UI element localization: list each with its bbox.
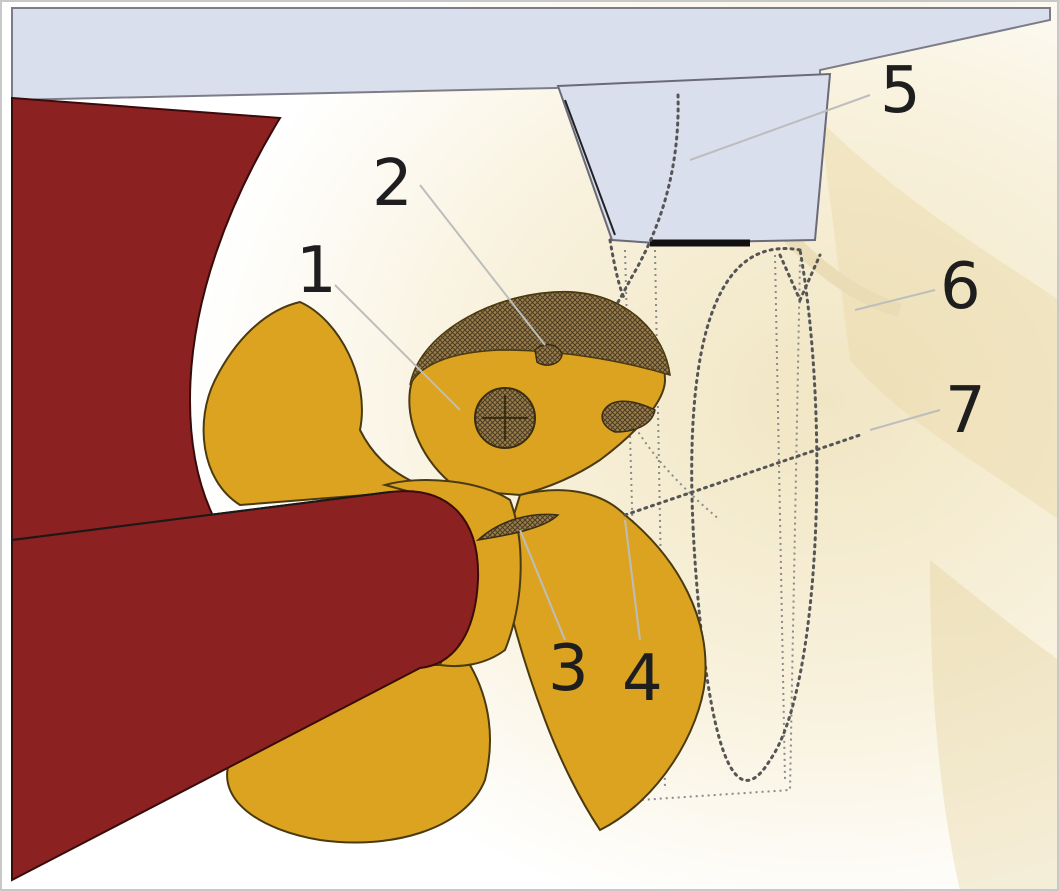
callout-5: 5	[880, 54, 921, 128]
callout-3: 3	[548, 632, 589, 706]
callout-6: 6	[940, 250, 981, 324]
callout-7: 7	[945, 374, 986, 448]
callout-1: 1	[296, 234, 337, 308]
blade-bolt-2	[535, 345, 562, 366]
callout-2: 2	[372, 147, 413, 221]
callout-4: 4	[622, 642, 663, 716]
